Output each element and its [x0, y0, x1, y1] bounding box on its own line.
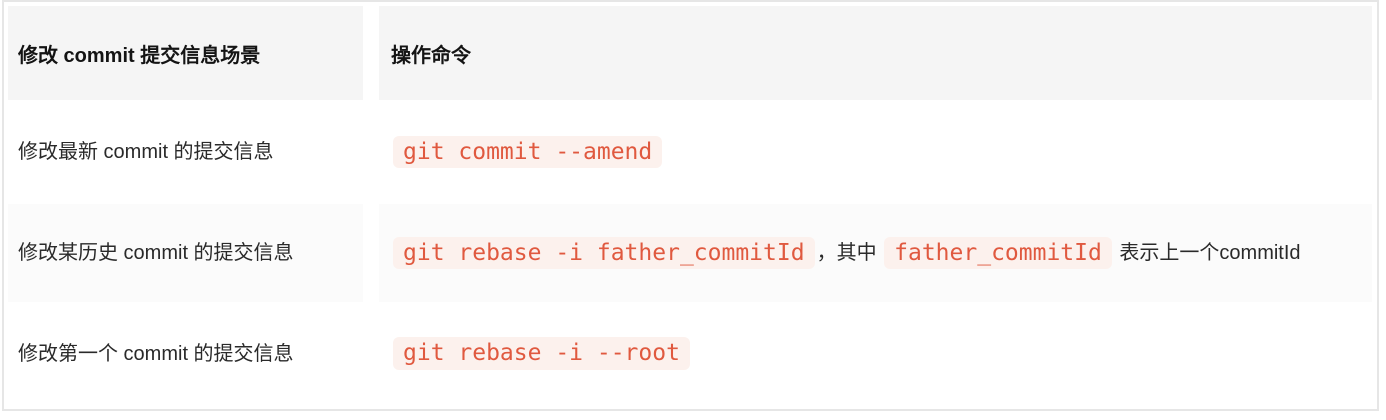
scenario-cell: 修改某历史 commit 的提交信息 — [8, 204, 363, 302]
command-cell: git commit --amend — [379, 100, 1372, 204]
column-header-command: 操作命令 — [379, 6, 1372, 100]
command-line: git rebase -i --root — [391, 337, 692, 370]
column-header-scenario: 修改 commit 提交信息场景 — [8, 6, 363, 100]
command-text: ，其中 — [816, 242, 883, 264]
command-cell: git rebase -i --root — [379, 302, 1372, 405]
command-line: git rebase -i father_commitId，其中 father_… — [391, 236, 1301, 270]
scenario-text: 修改某历史 commit 的提交信息 — [18, 242, 294, 264]
table-grid: 修改 commit 提交信息场景 操作命令 修改最新 commit 的提交信息 g… — [8, 6, 1373, 405]
inline-code: git rebase -i --root — [393, 337, 690, 370]
scenario-text: 修改第一个 commit 的提交信息 — [18, 342, 294, 365]
inline-code: git commit --amend — [393, 135, 663, 169]
command-line: git commit --amend — [391, 135, 664, 169]
command-text: 表示上一个commitId — [1113, 242, 1301, 264]
scenario-cell: 修改第一个 commit 的提交信息 — [8, 302, 363, 405]
scenario-text: 修改最新 commit 的提交信息 — [18, 141, 274, 163]
inline-code: father_commitId — [884, 236, 1112, 270]
scenario-cell: 修改最新 commit 的提交信息 — [8, 100, 363, 204]
commit-message-table: 修改 commit 提交信息场景 操作命令 修改最新 commit 的提交信息 g… — [2, 0, 1379, 411]
command-cell: git rebase -i father_commitId，其中 father_… — [379, 204, 1372, 302]
inline-code: git rebase -i father_commitId — [393, 236, 815, 270]
